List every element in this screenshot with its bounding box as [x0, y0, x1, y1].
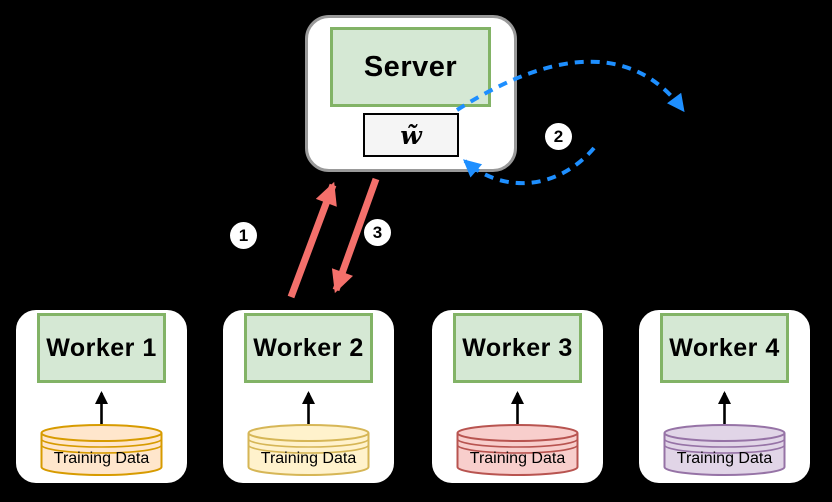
global-weight-box: w̃ — [363, 113, 459, 157]
step-badge-2: 2 — [545, 123, 572, 150]
server-card: Server w̃ — [305, 15, 517, 172]
worker-label: Worker 1 — [46, 333, 157, 362]
step-badge-1: 1 — [230, 222, 257, 249]
worker-node-2: Worker 2 — [244, 313, 373, 383]
training-data-label: Training Data — [469, 450, 566, 467]
step-number: 1 — [238, 225, 249, 245]
server-node: Server — [330, 27, 491, 107]
server-label: Server — [363, 50, 458, 83]
database-icon — [247, 424, 370, 476]
training-data-label: Training Data — [260, 450, 357, 467]
worker-label: Worker 2 — [253, 333, 364, 362]
worker-node-3: Worker 3 — [453, 313, 582, 383]
upload-arrow — [287, 181, 337, 299]
training-data-label: Training Data — [676, 450, 773, 467]
step-number: 2 — [553, 126, 564, 146]
step-number: 3 — [372, 222, 383, 242]
worker-node-1: Worker 1 — [37, 313, 166, 383]
database-icon — [40, 424, 163, 476]
database-icon — [663, 424, 786, 476]
database-icon — [456, 424, 579, 476]
worker-card-4: Worker 4 Training Data — [637, 308, 812, 485]
worker-label: Worker 3 — [462, 333, 573, 362]
training-data-label: Training Data — [53, 450, 150, 467]
worker-card-3: Worker 3 Training Data — [430, 308, 605, 485]
worker-card-2: Worker 2 Training Data — [221, 308, 396, 485]
worker-card-1: Worker 1 Training Data — [14, 308, 189, 485]
step-badge-3: 3 — [364, 219, 391, 246]
weight-symbol: w̃ — [400, 120, 422, 150]
worker-label: Worker 4 — [669, 333, 780, 362]
worker-node-4: Worker 4 — [660, 313, 789, 383]
